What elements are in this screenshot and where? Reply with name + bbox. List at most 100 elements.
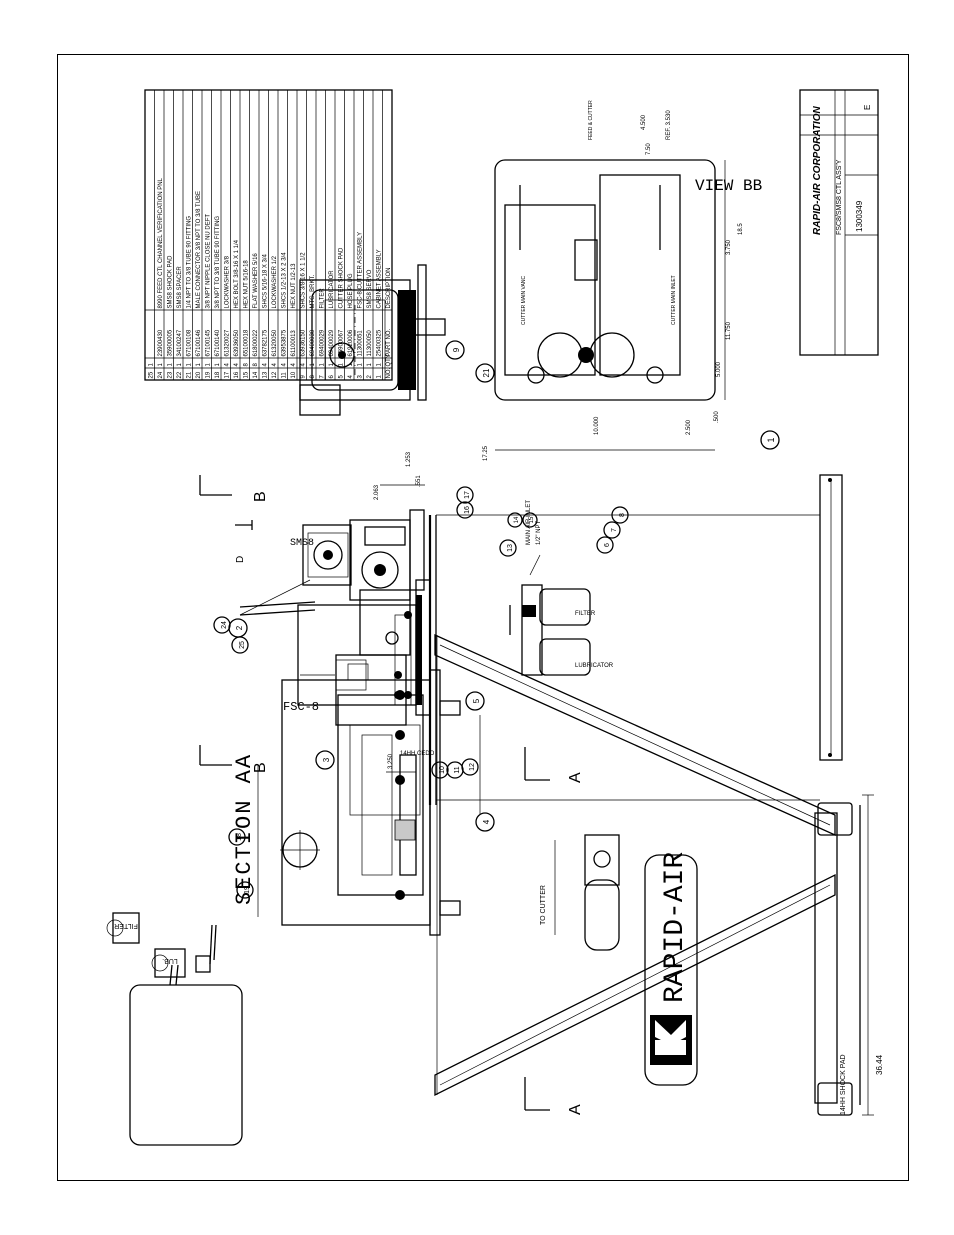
dim-2-500: 2.500 bbox=[686, 419, 692, 435]
callout-6: 6 bbox=[596, 536, 614, 554]
svg-text:4: 4 bbox=[482, 819, 491, 824]
bom-cell: 1 bbox=[149, 363, 155, 367]
main-air-inlet-size: 1/2" NPT bbox=[536, 521, 542, 545]
callout-2: 2 bbox=[228, 618, 248, 638]
bom-cell: 10 bbox=[291, 371, 297, 378]
bom-cell: 1 bbox=[348, 363, 354, 367]
sms8-label: SMS8 bbox=[290, 538, 314, 549]
bom-cell: 22 bbox=[177, 371, 183, 378]
bom-cell: 4 bbox=[291, 363, 297, 367]
section-aa-view: LUB. FILTER SECTION AA bbox=[106, 633, 884, 1146]
bom-cell: 3/8 NPT NIPPLE CLOSE NU DEFT bbox=[206, 214, 212, 309]
dim-ref-3-530: REF. 3.530 bbox=[666, 110, 672, 140]
section-aa-baseplate bbox=[429, 669, 441, 936]
svg-text:12: 12 bbox=[469, 763, 476, 771]
filter-box-label: FILTER bbox=[114, 922, 138, 929]
bom-cell: FILTER bbox=[320, 288, 326, 309]
bom-cell: 35900005 bbox=[168, 329, 174, 356]
callout-21: 21 bbox=[475, 363, 495, 383]
bom-cell: FLAT WASHER 5/16 bbox=[253, 253, 259, 309]
bom-cell: 4 bbox=[348, 375, 354, 379]
bom-cell: 1 bbox=[177, 363, 183, 367]
bom-cell: LUBRICATOR bbox=[329, 270, 335, 309]
bom-cell: 25 bbox=[149, 371, 155, 378]
view-bb-roll-upper bbox=[537, 332, 583, 378]
dim-3-750: 3.750 bbox=[726, 239, 732, 255]
svg-text:16: 16 bbox=[464, 506, 471, 514]
svg-text:9: 9 bbox=[452, 347, 461, 352]
section-marker-d: D bbox=[235, 520, 253, 563]
bom-cell: 1 bbox=[158, 363, 164, 367]
dim-1-253: 1.253 bbox=[406, 451, 412, 467]
enclosure-box bbox=[129, 984, 243, 1146]
svg-text:17: 17 bbox=[464, 491, 471, 499]
callout-10: 10 bbox=[431, 761, 449, 779]
dim-10-000: 10.000 bbox=[594, 416, 600, 435]
brand-name: RAPID-AIR bbox=[660, 852, 691, 1003]
svg-text:3: 3 bbox=[322, 757, 331, 762]
bom-cell: 13 bbox=[263, 371, 269, 378]
to-cutter-label: TO CUTTER bbox=[540, 885, 547, 925]
bom-cell: 9 bbox=[301, 375, 307, 379]
bom-cell: 69400029 bbox=[320, 329, 326, 356]
bom-cell: 5 bbox=[339, 375, 345, 379]
bom-cell: 1 bbox=[339, 363, 345, 367]
bom-cell: 8 bbox=[310, 375, 316, 379]
svg-text:7: 7 bbox=[611, 528, 618, 532]
bom-cell: 8 bbox=[244, 363, 250, 367]
svg-text:10: 10 bbox=[439, 766, 446, 774]
bom-cell: 63782175 bbox=[263, 329, 269, 356]
bom-cell: 63936150 bbox=[301, 329, 307, 356]
bom-header-cell: PART NO. bbox=[386, 328, 392, 356]
bom-cell: HEX NUT 1/2-13 bbox=[291, 263, 297, 309]
bom-header-cell: NO. bbox=[386, 368, 392, 379]
bom-cell: 24 bbox=[158, 371, 164, 378]
bom-cell: CUTTER SHOCK PAD bbox=[339, 247, 345, 309]
bom-cell: 11300050 bbox=[367, 330, 373, 357]
callout-4: 4 bbox=[475, 812, 495, 832]
shock-pad-label: 14HH SHOCK PAD bbox=[840, 1054, 847, 1115]
drawing-number: 1300349 bbox=[855, 200, 864, 232]
view-bb-plate bbox=[494, 159, 716, 401]
callout-14: 14 bbox=[507, 512, 523, 528]
bom-cell: 61320027 bbox=[225, 329, 231, 356]
dim-11-750: 11.750 bbox=[726, 321, 732, 340]
bom-cell: 1 bbox=[358, 363, 364, 367]
stand-air-cylinder bbox=[584, 879, 620, 951]
svg-text:18: 18 bbox=[236, 833, 243, 841]
bom-cell: SMS8 SERVO bbox=[367, 269, 373, 308]
callout-13: 13 bbox=[499, 539, 517, 557]
bom-cell: 11 bbox=[282, 372, 288, 379]
callout-24: 24 bbox=[213, 616, 231, 634]
bom-cell: HEX BOLT 3/8-16 X 1 1/4 bbox=[234, 239, 240, 308]
dim-36-44: 36.44 bbox=[875, 1054, 884, 1075]
callout-11: 11 bbox=[446, 761, 464, 779]
bom-cell: 6 bbox=[329, 375, 335, 379]
callout-16: 16 bbox=[456, 501, 474, 519]
bom-cell: 8 bbox=[253, 363, 259, 367]
section-marker-b-left: B bbox=[199, 745, 269, 773]
view-bb-title: VIEW BB bbox=[695, 177, 762, 195]
bom-cell: 1 bbox=[377, 363, 383, 367]
bom-cell: 2 bbox=[367, 375, 373, 379]
bom-cell: 1 bbox=[367, 363, 373, 367]
bom-cell: 1/4 NPT TO 3/8 TUBE 90 FITTING bbox=[187, 216, 193, 309]
bom-cell: MALE CONNECTOR 3/8 NPT TO 3/8 TUBE bbox=[196, 191, 202, 308]
bom-cell: 1 bbox=[329, 363, 335, 367]
bom-cell: 18 bbox=[215, 371, 221, 378]
callout-15: 15 bbox=[522, 512, 538, 528]
svg-text:2: 2 bbox=[235, 625, 244, 630]
lubricator-label: LUBRICATOR bbox=[575, 663, 614, 669]
bom-cell: SMS8 SHOCK PAD bbox=[168, 255, 174, 309]
feed-cutter-label: FEED & CUTTER bbox=[588, 100, 594, 140]
dim-551: .551 bbox=[416, 475, 422, 487]
dim-2-063: 2.063 bbox=[374, 484, 380, 500]
bom-cell: 7 bbox=[320, 375, 326, 379]
bom-cell: CABINET ASSEMBLY bbox=[377, 249, 383, 308]
front-elevation-view: FSC-8 SMS8 FILTER LUBRICATOR bbox=[199, 451, 843, 815]
callout-5: 5 bbox=[465, 691, 485, 711]
lub-box-label: LUB. bbox=[162, 957, 178, 964]
svg-text:1: 1 bbox=[766, 437, 776, 442]
svg-text:11: 11 bbox=[454, 766, 461, 773]
